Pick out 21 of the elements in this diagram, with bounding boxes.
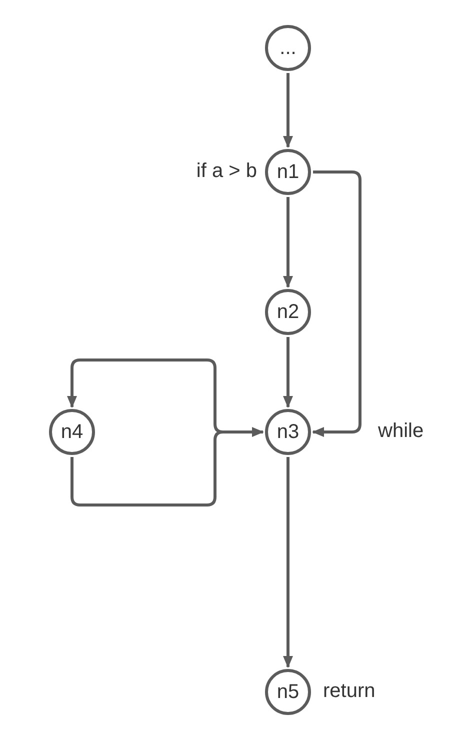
arrow <box>283 337 293 408</box>
circle-node <box>265 409 311 455</box>
circle-node <box>265 25 311 71</box>
node-label: n4 <box>60 420 84 444</box>
circle-node <box>265 669 311 715</box>
node-annotation: return <box>323 680 376 703</box>
circle-node <box>49 409 95 455</box>
node-annotation: while <box>378 420 424 443</box>
node-label: n5 <box>276 680 300 704</box>
arrow <box>70 427 264 506</box>
circle-node <box>265 289 311 335</box>
arrow <box>312 170 362 437</box>
node-annotation: if a > b <box>196 160 257 183</box>
circle-node <box>265 149 311 195</box>
node-label: n2 <box>276 300 300 324</box>
arrow <box>283 73 293 148</box>
arrow <box>283 457 293 668</box>
node-label: n1 <box>276 160 300 184</box>
node-label: n3 <box>276 420 300 444</box>
arrow <box>283 197 293 288</box>
node-label: ... <box>280 36 296 60</box>
